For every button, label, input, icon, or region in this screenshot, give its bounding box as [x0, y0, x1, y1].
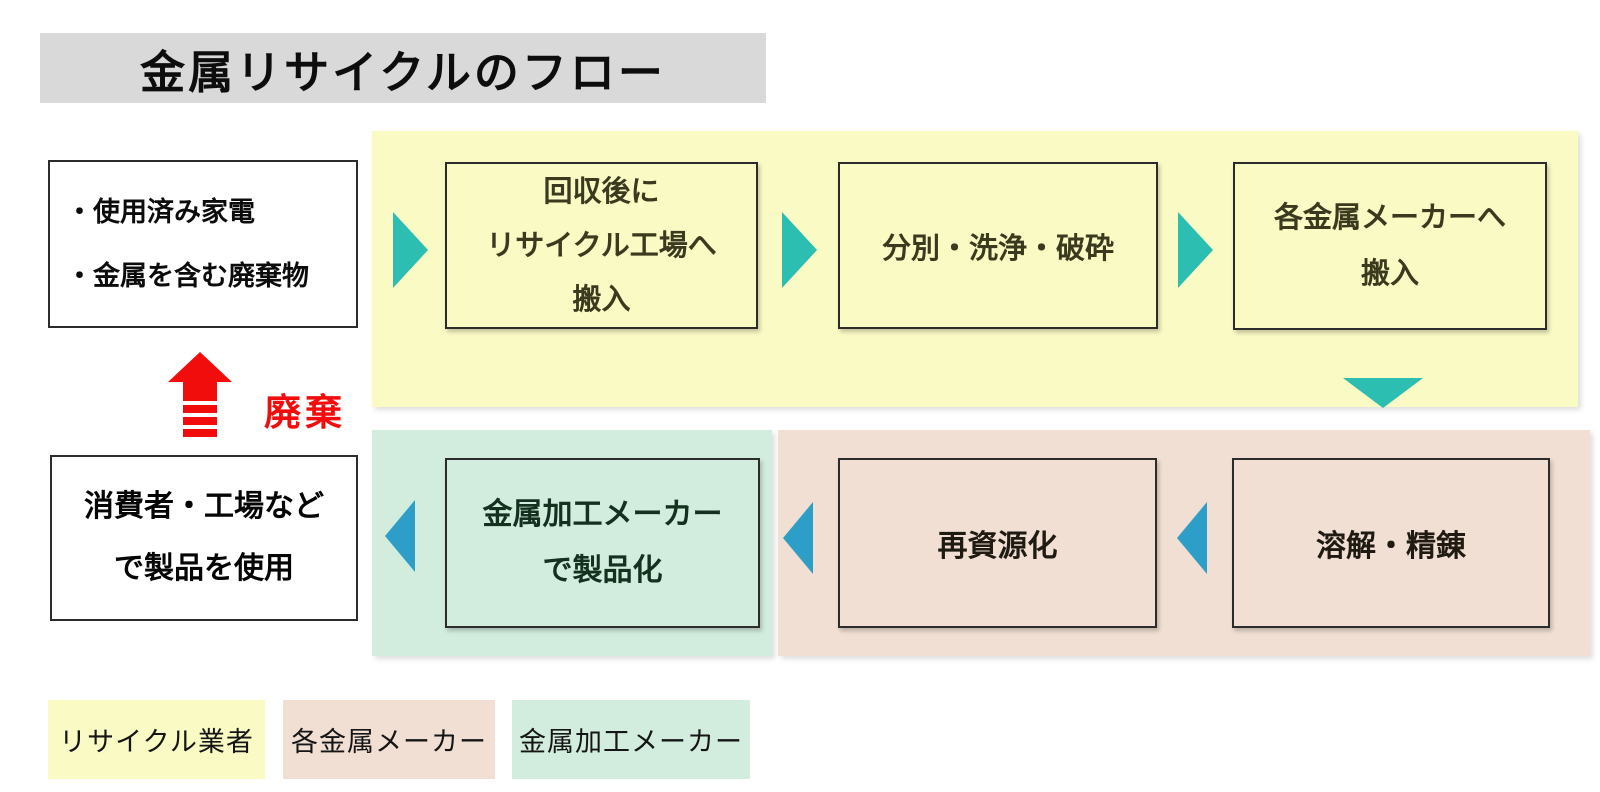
- legend-label: 各金属メーカー: [291, 727, 487, 757]
- disposal-arrow-dash: [183, 417, 217, 425]
- flow-box-melt-refine: 溶解・精錬: [1232, 458, 1550, 628]
- legend-processor: 金属加工メーカー: [512, 700, 750, 779]
- flow-box-line: ・金属を含む廃棄物: [66, 261, 309, 291]
- recycler-region: [372, 131, 1578, 407]
- disposal-arrow-head: [168, 352, 232, 382]
- page-title: 金属リサイクルのフロー: [40, 33, 766, 103]
- flow-box-line: 分別・洗浄・破砕: [881, 232, 1114, 265]
- flow-box-line: 溶解・精錬: [1316, 530, 1466, 563]
- flow-box-line: 消費者・工場など: [84, 490, 324, 523]
- arrow-left-icon: [1177, 502, 1207, 574]
- flow-box-line: 搬入: [1360, 258, 1419, 290]
- legend-label: 金属加工メーカー: [519, 727, 743, 757]
- page-title-text: 金属リサイクルのフロー: [140, 46, 666, 98]
- flow-box-line: 金属加工メーカー: [482, 498, 723, 531]
- flow-box-consumer-use: 消費者・工場など で製品を使用: [50, 455, 358, 621]
- disposal-arrow-dash: [183, 405, 217, 413]
- flow-box-productize: 金属加工メーカー で製品化: [445, 458, 760, 628]
- flow-box-line: で製品を使用: [114, 552, 294, 585]
- arrow-right-icon: [1178, 212, 1213, 288]
- legend-metal-maker: 各金属メーカー: [283, 700, 495, 779]
- arrow-right-icon: [393, 212, 428, 288]
- disposal-arrow-dash: [183, 429, 217, 437]
- arrow-left-icon: [385, 500, 415, 572]
- arrow-right-icon: [782, 212, 817, 288]
- flow-box-line: 搬入: [572, 283, 631, 316]
- arrow-left-icon: [783, 502, 813, 574]
- disposal-label: 廃棄: [264, 392, 346, 433]
- flow-box-collect: 回収後に リサイクル工場へ 搬入: [445, 162, 758, 329]
- flow-box-line: ・使用済み家電: [66, 197, 255, 227]
- processor-region: [372, 430, 772, 656]
- flow-box-line: 再資源化: [937, 530, 1058, 563]
- flow-box-waste-source: ・使用済み家電 ・金属を含む廃棄物: [48, 160, 358, 328]
- flow-box-line: 各金属メーカーへ: [1273, 202, 1506, 234]
- disposal-arrow-up-icon: [168, 352, 232, 437]
- legend-recycler: リサイクル業者: [48, 700, 265, 779]
- flow-box-line: で製品化: [542, 554, 663, 587]
- arrow-down-icon: [1343, 378, 1423, 408]
- legend-label: リサイクル業者: [59, 727, 254, 757]
- flow-box-re-resource: 再資源化: [838, 458, 1157, 628]
- disposal-arrow-stem: [183, 382, 217, 401]
- flow-box-line: 回収後に: [543, 175, 660, 208]
- flow-box-line: リサイクル工場へ: [486, 229, 717, 262]
- flow-box-deliver-to-metal-maker: 各金属メーカーへ 搬入: [1233, 162, 1547, 330]
- flow-box-sort-wash-crush: 分別・洗浄・破砕: [838, 162, 1158, 329]
